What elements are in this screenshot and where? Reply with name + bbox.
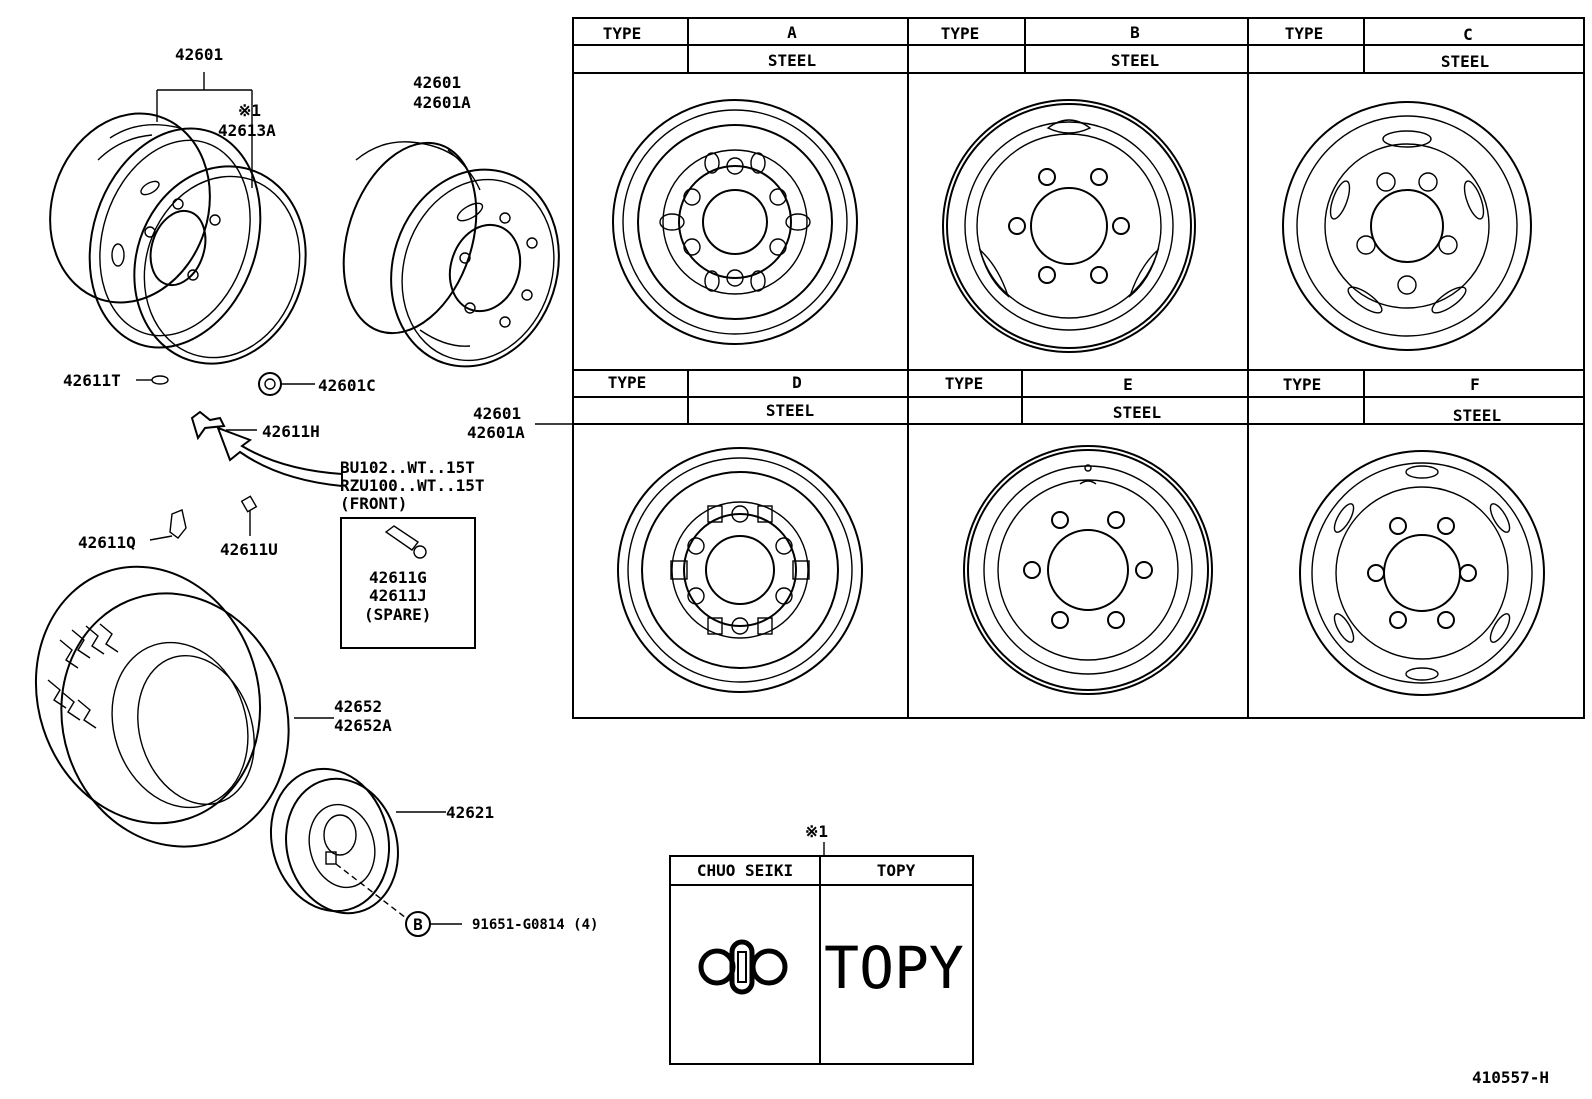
diagram-id: 410557-H	[1472, 1068, 1549, 1087]
callout-42601C: 42601C	[318, 376, 376, 395]
chuo-seiki-logo	[698, 939, 788, 995]
type-a-letter: A	[787, 23, 797, 42]
type-f-material: STEEL	[1453, 406, 1501, 425]
type-f-letter: F	[1470, 375, 1480, 394]
note-front: (FRONT)	[340, 494, 407, 513]
type-b-material: STEEL	[1111, 51, 1159, 70]
callout-42652A: 42652A	[334, 716, 392, 735]
topy-logo: TOPY	[824, 934, 964, 1002]
callout-42611G: 42611G	[369, 568, 427, 587]
spare-wheel-42621-drawing	[269, 767, 462, 937]
type-e-letter: E	[1123, 375, 1133, 394]
wheel-type-f-drawing	[1299, 450, 1545, 696]
type-f-header: TYPE	[1283, 375, 1322, 394]
type-e-material: STEEL	[1113, 403, 1161, 422]
maker-table	[669, 842, 974, 1065]
type-b-header: TYPE	[941, 24, 980, 43]
wheel-type-e-drawing	[963, 445, 1213, 695]
wheel-type-d-drawing	[617, 447, 863, 693]
callout-42601A-right: 42601A	[467, 423, 525, 442]
type-c-material: STEEL	[1441, 52, 1489, 71]
small-parts-drawing	[136, 372, 573, 541]
wheel-type-b-drawing	[942, 99, 1196, 353]
wheel-type-c-drawing	[1282, 101, 1532, 351]
wheel-type-table	[572, 17, 1585, 719]
type-b-letter: B	[1130, 23, 1140, 42]
maker-chuo-seiki-header: CHUO SEIKI	[697, 861, 793, 880]
callout-spare: (SPARE)	[364, 605, 431, 624]
callout-note1-a: ※1	[238, 101, 261, 120]
callout-42611T: 42611T	[63, 371, 121, 390]
type-d-material: STEEL	[766, 401, 814, 420]
type-e-header: TYPE	[945, 374, 984, 393]
callout-note1-b: ※1	[805, 822, 828, 841]
type-c-letter: C	[1463, 25, 1473, 44]
callout-91651: 91651-G0814 (4)	[472, 917, 598, 933]
type-d-header: TYPE	[608, 373, 647, 392]
callout-42601-mid: 42601	[413, 73, 461, 92]
type-d-letter: D	[792, 373, 802, 392]
callout-42601-top: 42601	[175, 45, 223, 64]
callout-42613A: 42613A	[218, 121, 276, 140]
type-a-header: TYPE	[603, 24, 642, 43]
callout-42621: 42621	[446, 803, 494, 822]
type-c-header: TYPE	[1285, 24, 1324, 43]
type-a-material: STEEL	[768, 51, 816, 70]
callout-42611H: 42611H	[262, 422, 320, 441]
spare-valve-box	[340, 517, 476, 649]
note-rzu100: RZU100..WT..15T	[340, 476, 485, 495]
wheel-type-a-drawing	[612, 99, 858, 345]
callout-42601-right: 42601	[473, 404, 521, 423]
callout-42611U: 42611U	[220, 540, 278, 559]
b-marker-label: B	[413, 915, 423, 934]
wheel-42601A-drawing	[342, 141, 560, 368]
callout-42652: 42652	[334, 697, 382, 716]
callout-42611J: 42611J	[369, 586, 427, 605]
tire-drawing	[34, 565, 334, 848]
note-bu102: BU102..WT..15T	[340, 458, 475, 477]
callout-42611Q: 42611Q	[78, 533, 136, 552]
maker-topy-header: TOPY	[877, 861, 916, 880]
wheel-with-side-ring-drawing	[49, 72, 307, 365]
callout-42601A-mid: 42601A	[413, 93, 471, 112]
